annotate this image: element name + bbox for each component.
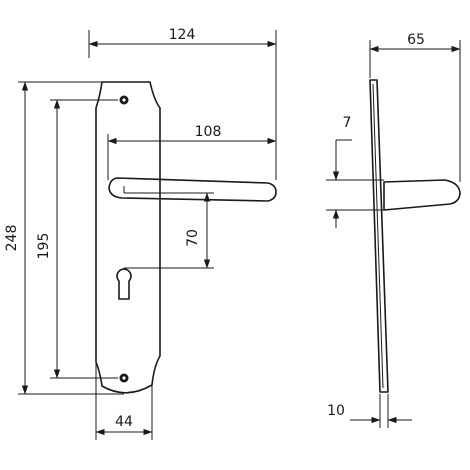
dim-handle-to-keyhole: 70 bbox=[185, 229, 201, 247]
side-dimensions: 65 7 10 bbox=[326, 32, 461, 428]
dim-plate-height: 248 bbox=[4, 225, 20, 252]
dim-plate-width: 44 bbox=[115, 414, 133, 430]
back-plate bbox=[95, 81, 161, 394]
lever-handle bbox=[108, 177, 277, 202]
lever-profile bbox=[383, 179, 461, 211]
dim-overall-width: 124 bbox=[169, 27, 196, 43]
dim-fixing-centres: 195 bbox=[36, 233, 52, 260]
front-view bbox=[95, 81, 277, 394]
keyhole bbox=[116, 268, 132, 300]
dim-side-depth: 65 bbox=[407, 32, 425, 48]
dim-lever-thickness: 7 bbox=[343, 115, 352, 131]
front-dimensions: 124 108 70 248 195 44 bbox=[4, 27, 277, 440]
side-view bbox=[369, 79, 461, 393]
plate-profile bbox=[369, 79, 389, 393]
dim-plate-thickness: 10 bbox=[327, 403, 345, 419]
dim-handle-projection: 108 bbox=[195, 124, 222, 140]
